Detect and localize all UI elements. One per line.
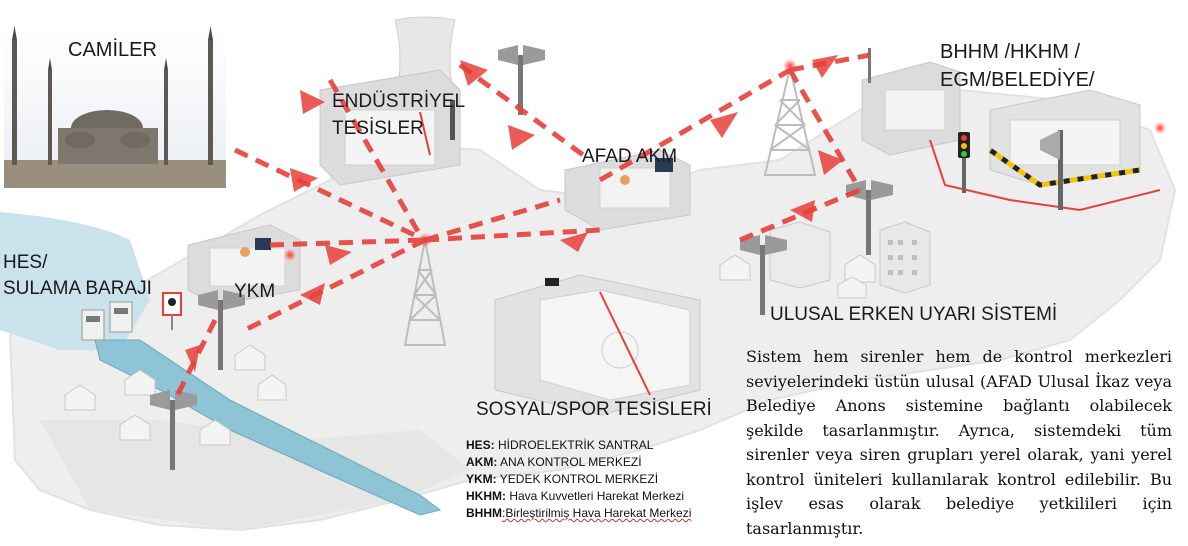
legend-row: HES: HİDROELEKTRİK SANTRAL	[466, 438, 654, 452]
mosque-picture	[4, 26, 226, 188]
description-text: Sistem hem sirenler hem de kontrol merke…	[746, 347, 1172, 538]
label-endustriyel-line1: ENDÜSTRİYEL	[332, 91, 466, 112]
label-hes-line1: HES/	[3, 252, 48, 273]
label-bhhm-line2: EGM/BELEDİYE/	[940, 69, 1095, 91]
label-afad-akm: AFAD AKM	[582, 146, 678, 167]
legend-row: BHHM:Birleştirilmiş Hava Harekat Merkezi	[466, 506, 692, 520]
link-beacon-siren	[1154, 122, 1166, 134]
apartment-block	[769, 221, 931, 294]
label-camiler: CAMİLER	[68, 39, 157, 61]
map-shade	[40, 420, 470, 530]
siren-ykm	[198, 290, 245, 370]
label-bhhm-line1: BHHM /HKHM /	[940, 41, 1080, 63]
siren-dam	[150, 390, 197, 470]
abbreviation-legend: HES: HİDROELEKTRİK SANTRAL AKM: ANA KONT…	[466, 437, 691, 522]
dam-control-boxes	[81, 301, 133, 341]
houses	[64, 254, 876, 446]
tower-center	[403, 239, 447, 346]
legend-row: AKM: ANA KONTROL MERKEZİ	[466, 455, 642, 469]
link-arrows	[185, 55, 843, 372]
link-beacon-ykm	[284, 249, 296, 261]
sport-facility	[494, 274, 701, 416]
bhhm-building	[861, 61, 1161, 212]
label-ykm: YKM	[234, 281, 276, 302]
siren-industrial	[498, 45, 545, 115]
label-sosyal: SOSYAL/SPOR TESİSLERİ	[476, 399, 712, 420]
label-ulusal: ULUSAL ERKEN UYARI SİSTEMİ	[770, 304, 1058, 325]
antenna-bhhm	[868, 48, 871, 83]
tower-east	[763, 67, 817, 176]
legend-row: HKHM: Hava Kuvvetleri Harekat Merkezi	[466, 489, 685, 503]
radio-links	[172, 52, 871, 402]
legend-row: YKM: YEDEK KONTROL MERKEZİ	[466, 472, 659, 486]
label-hes-line2: SULAMA BARAJI	[3, 278, 152, 299]
industrial-facility	[319, 16, 461, 186]
label-endustriyel-line2: TESİSLER	[332, 118, 424, 139]
warning-sign	[162, 292, 182, 330]
